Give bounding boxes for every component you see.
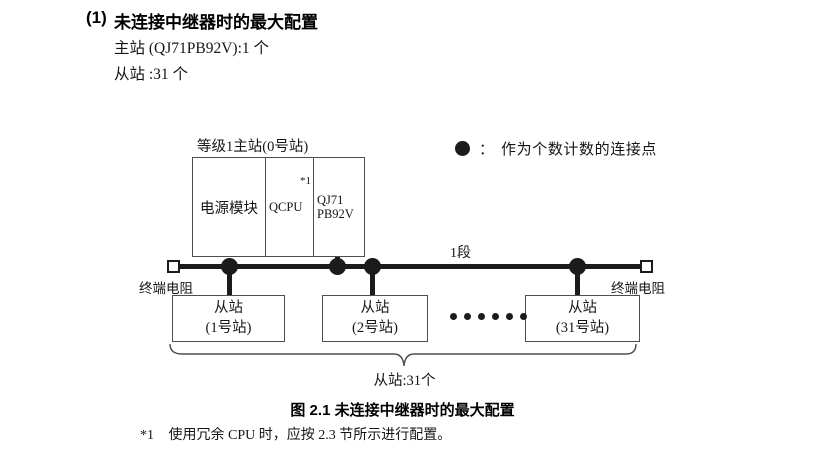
filled-circle-icon [455, 141, 470, 156]
bus-node-master [329, 258, 346, 275]
legend: ： 作为个数计数的连接点 [455, 138, 657, 159]
slave-group-brace [168, 343, 638, 375]
rack-cell-power-supply-label: 电源模块 [200, 200, 258, 217]
ellipsis-dot [478, 313, 485, 320]
slave-station-number-1: (1号站) [205, 319, 252, 336]
slave-station-name-31: 从站 [568, 299, 597, 316]
rack-cell-network-module-label: QJ71 PB92V [317, 192, 354, 221]
rack-cell-cpu-label: QCPU [269, 199, 303, 214]
footnote-marker: *1 [140, 428, 154, 443]
slave-group-brace-label-text: 从站:31个 [373, 373, 436, 389]
slave-station-box-2: 从站 (2号站) [322, 295, 428, 342]
rack-cell-power-supply: 电源模块 [193, 158, 266, 256]
spec-master-count: 主站 (QJ71PB92V):1 个 [114, 40, 270, 57]
bus-trunk-line [176, 264, 645, 269]
ellipsis-dot [464, 313, 471, 320]
ellipsis-dot [492, 313, 499, 320]
bus-node-slave-1 [221, 258, 238, 275]
page-title: 未连接中继器时的最大配置 [114, 13, 318, 32]
cpu-footnote-marker: *1 [300, 175, 311, 187]
terminator-label-right: 终端电阻 [611, 281, 665, 296]
slave-station-box-31: 从站 (31号站) [525, 295, 640, 342]
slave-group-brace-label: 从站:31个 [0, 369, 821, 390]
ellipsis-dot [506, 313, 513, 320]
drop-lead-slave-31 [575, 271, 580, 296]
figure-caption-text: 图 2.1 未连接中继器时的最大配置 [290, 402, 515, 419]
terminator-label-left: 终端电阻 [139, 281, 193, 296]
slave-station-number-2: (2号站) [352, 319, 398, 336]
ellipsis-dots [450, 313, 527, 320]
rack-cell-cpu: QCPU *1 [266, 158, 314, 256]
bus-node-slave-31 [569, 258, 586, 275]
slave-station-number-31: (31号站) [555, 319, 610, 336]
slave-station-name-2: 从站 [360, 299, 390, 316]
footnote-text: 使用冗余 CPU 时，应按 2.3 节所示进行配置。 [168, 428, 452, 443]
drop-lead-slave-1 [227, 271, 232, 296]
ellipsis-dot [450, 313, 457, 320]
terminator-resistor-left-icon [167, 260, 180, 273]
drop-lead-slave-2 [370, 271, 375, 296]
figure-caption: 图 2.1 未连接中继器时的最大配置 [0, 399, 821, 420]
terminator-resistor-right-icon [640, 260, 653, 273]
footnote: *1 使用冗余 CPU 时，应按 2.3 节所示进行配置。 [140, 424, 451, 444]
spec-slave-count: 从站 :31 个 [114, 66, 189, 83]
slave-station-box-1: 从站 (1号站) [172, 295, 285, 342]
master-rack: 电源模块 QCPU *1 QJ71 PB92V [192, 157, 365, 257]
slave-station-name-1: 从站 [214, 299, 243, 316]
legend-label: 作为个数计数的连接点 [501, 142, 658, 158]
legend-colon: ： [479, 142, 495, 158]
section-number: (1) [86, 8, 107, 27]
bus-node-slave-2 [364, 258, 381, 275]
rack-cell-network-module: QJ71 PB92V [314, 158, 364, 256]
ellipsis-dot [520, 313, 527, 320]
segment-label: 1段 [450, 246, 471, 261]
rack-caption: 等级1主站(0号站) [197, 139, 309, 155]
